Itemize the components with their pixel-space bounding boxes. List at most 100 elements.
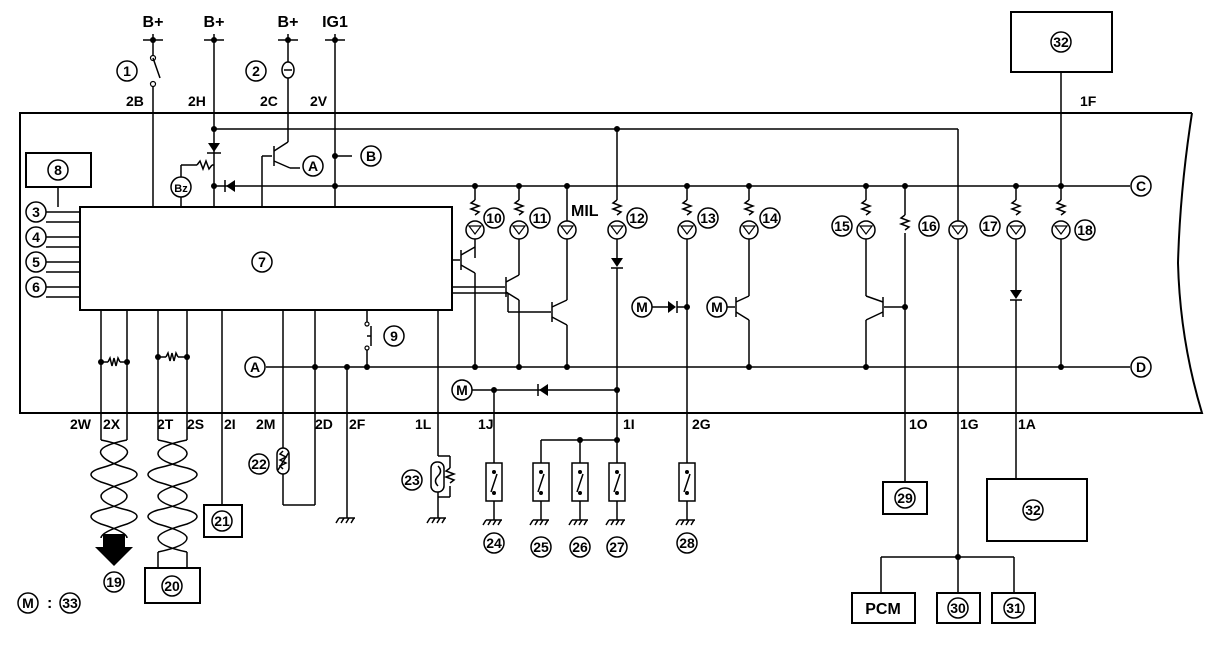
cluster-outline <box>19 112 1204 414</box>
buzzer: Bz <box>170 158 214 207</box>
pin-2W: 2W <box>70 416 92 432</box>
svg-text:16: 16 <box>921 218 937 234</box>
svg-text:B: B <box>366 148 376 164</box>
component-1: 1 <box>116 60 138 82</box>
power-b-plus-3: B+ <box>278 14 298 142</box>
svg-text:33: 33 <box>62 595 78 611</box>
pin-2I: 2I <box>224 416 236 432</box>
svg-text:Bz: Bz <box>174 183 188 195</box>
transistor-2c <box>261 141 300 207</box>
svg-text:IG1: IG1 <box>322 14 348 31</box>
pin-2C: 2C <box>260 93 278 109</box>
connector-d-marker: D <box>1130 356 1152 378</box>
component-32-top: 32 <box>1010 11 1113 73</box>
pin-2M: 2M <box>256 416 275 432</box>
connector-b-marker: B <box>360 145 382 167</box>
svg-text:3: 3 <box>32 204 40 220</box>
svg-text:M: M <box>636 299 648 315</box>
transistor-lamp11 <box>452 274 522 370</box>
component-7-label: 7 <box>258 254 266 270</box>
lamp-mil: MIL <box>557 183 599 300</box>
pin-1F: 1F <box>1080 93 1097 109</box>
svg-text:24: 24 <box>486 535 502 551</box>
twisted-pair-19: 19 <box>90 413 138 593</box>
pin-2S: 2S <box>187 416 204 432</box>
resistor-2w-2x <box>98 355 130 367</box>
svg-text:32: 32 <box>1053 34 1069 50</box>
switch-25: 25 <box>529 462 552 558</box>
svg-text:MIL: MIL <box>571 203 599 220</box>
pin-2D: 2D <box>315 416 333 432</box>
component-30: 30 <box>936 592 981 624</box>
lamp-16: 16 <box>918 203 968 413</box>
svg-text:1: 1 <box>123 63 131 79</box>
svg-text:B+: B+ <box>143 14 164 31</box>
svg-text:8: 8 <box>54 162 62 178</box>
pin-1J: 1J <box>478 416 494 432</box>
component-23: 23 <box>401 413 457 524</box>
twisted-pair-20: 20 <box>144 413 201 604</box>
svg-text:19: 19 <box>106 574 122 590</box>
pin-2G: 2G <box>692 416 711 432</box>
ground-2f <box>335 413 355 524</box>
motor-input-13: M <box>631 296 687 318</box>
lamp-14: 14 <box>739 183 781 296</box>
svg-text:29: 29 <box>897 490 913 506</box>
svg-text:12: 12 <box>629 210 645 226</box>
lamp-15: 15 <box>831 183 876 296</box>
component-32-bottom: 32 <box>986 413 1088 542</box>
pin-1A: 1A <box>1018 416 1036 432</box>
svg-text:9: 9 <box>390 328 398 344</box>
motor-transistor-14: M <box>706 295 752 370</box>
svg-text:D: D <box>1136 359 1146 375</box>
pin-2F: 2F <box>349 416 366 432</box>
pin-1I: 1I <box>623 416 635 432</box>
switch-group-25-27 <box>540 413 620 463</box>
switch-24: 24 <box>482 413 505 554</box>
sensor-22: 22 <box>248 413 316 506</box>
svg-text:10: 10 <box>486 210 502 226</box>
control-ic <box>79 206 453 311</box>
svg-text:6: 6 <box>32 279 40 295</box>
power-ig1: IG1 <box>322 14 352 207</box>
svg-text:27: 27 <box>609 539 625 555</box>
lamp-18: 18 <box>1051 72 1096 370</box>
connector-a-top: A <box>302 155 324 177</box>
connector-c-marker: C <box>1130 175 1152 197</box>
motor-1j: M <box>451 379 620 401</box>
pin-2H: 2H <box>188 93 206 109</box>
svg-text:18: 18 <box>1077 222 1093 238</box>
legend-motor: M : 33 <box>17 592 81 614</box>
component-8-box: 8 <box>25 152 92 207</box>
svg-text:M: M <box>22 595 34 611</box>
network-1g <box>880 413 1015 593</box>
pin-2B: 2B <box>126 93 144 109</box>
svg-text:17: 17 <box>982 218 998 234</box>
svg-text:2: 2 <box>252 63 260 79</box>
svg-text:5: 5 <box>32 254 40 270</box>
svg-text:A: A <box>250 359 260 375</box>
lamp-17: 17 <box>979 183 1026 413</box>
switch-9: 9 <box>364 310 405 370</box>
switch-27: 27 <box>605 462 628 558</box>
svg-text:4: 4 <box>32 229 40 245</box>
lamp-10: 10 <box>465 183 505 258</box>
transistor-lamp10 <box>452 246 478 370</box>
svg-text:B+: B+ <box>204 14 225 31</box>
svg-text:M: M <box>456 382 468 398</box>
pin-1O: 1O <box>909 416 928 432</box>
lamp-11: 11 <box>509 183 551 275</box>
svg-text:13: 13 <box>700 210 716 226</box>
svg-text:21: 21 <box>214 513 230 529</box>
component-29: 29 <box>882 413 928 515</box>
svg-text:32: 32 <box>1025 502 1041 518</box>
component-2: 2 <box>245 60 267 82</box>
svg-text:31: 31 <box>1006 600 1022 616</box>
svg-text:11: 11 <box>533 210 548 226</box>
pin-2X: 2X <box>103 416 121 432</box>
switch-28: 28 <box>675 413 698 554</box>
svg-text:28: 28 <box>679 535 695 551</box>
switch-26: 26 <box>568 462 591 558</box>
pcm-box: PCM <box>851 592 916 624</box>
svg-text:C: C <box>1136 178 1146 194</box>
